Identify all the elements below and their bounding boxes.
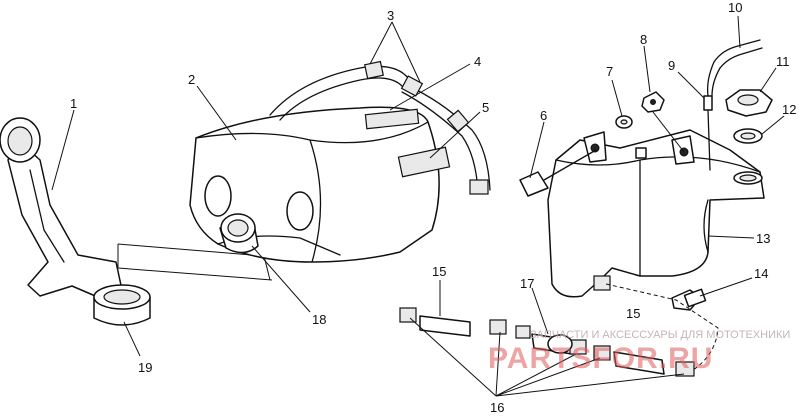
callout-12: 12 [782, 102, 796, 117]
intake-duct-part-1 [0, 117, 123, 299]
callout-11: 11 [776, 54, 790, 69]
filter-part-17 [547, 334, 573, 354]
routing-line-duct [117, 244, 273, 281]
callout-8: 8 [640, 32, 647, 47]
callout-10: 10 [728, 0, 742, 15]
filler-cap-part-11 [725, 89, 773, 117]
leader-lines [51, 15, 785, 397]
watermark-tagline: ЗАПЧАСТИ И АКСЕССУАРЫ ДЛЯ МОТОТЕХНИКИ [530, 329, 790, 341]
callout-15-right: 15 [626, 306, 640, 321]
callout-9: 9 [668, 58, 675, 73]
callout-1: 1 [70, 96, 77, 111]
callout-15-left: 15 [432, 264, 446, 279]
callout-4: 4 [474, 54, 481, 69]
oil-line-dashed [605, 283, 719, 373]
fitting-part-14 [671, 288, 707, 311]
oil-tank-part-13 [547, 129, 765, 298]
callout-16: 16 [490, 400, 504, 415]
breather-hose-part-10 [706, 39, 763, 97]
callout-2: 2 [188, 72, 195, 87]
callout-6: 6 [540, 108, 547, 123]
callout-5: 5 [482, 100, 489, 115]
fitting-part-18 [219, 213, 259, 254]
callout-7: 7 [606, 64, 613, 79]
gasket-part-12 [733, 128, 763, 144]
callout-14: 14 [754, 266, 768, 281]
washer-part-7 [615, 115, 633, 129]
nut-part-8 [641, 91, 685, 153]
callout-18: 18 [312, 312, 326, 327]
vent-hose-part-3 [269, 60, 491, 195]
coupling-ring-part-19 [93, 284, 151, 326]
bolt-part-6 [519, 149, 597, 197]
callout-13: 13 [756, 231, 770, 246]
watermark-brand: PARTSFOR.RU [488, 342, 713, 375]
callout-17: 17 [520, 276, 534, 291]
watermark: ЗАПЧАСТИ И АКСЕССУАРЫ ДЛЯ МОТОТЕХНИКИ PA… [488, 329, 790, 375]
callout-3: 3 [387, 8, 394, 23]
callout-labels: 1 2 3 4 5 6 7 8 9 10 11 12 13 14 15 15 1… [70, 0, 796, 415]
callout-19: 19 [138, 360, 152, 375]
